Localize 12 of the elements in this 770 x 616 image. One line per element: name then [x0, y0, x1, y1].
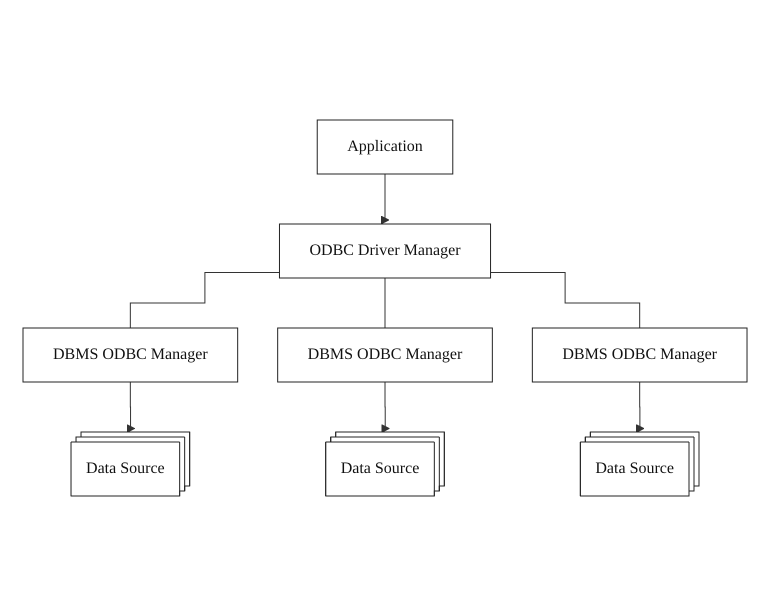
- arrow: [381, 382, 390, 433]
- arrow: [636, 382, 644, 433]
- node-box: Application: [316, 120, 454, 174]
- arrow: [126, 382, 136, 433]
- connector: [384, 278, 386, 328]
- arrow: [380, 174, 390, 224]
- node-box: DBMS ODBC Manager: [22, 328, 238, 382]
- node-box: DBMS ODBC Manager: [277, 328, 493, 382]
- connector: [130, 272, 280, 328]
- connector: [490, 272, 640, 328]
- node-box: ODBC Driver Manager: [278, 224, 492, 278]
- node-box: DBMS ODBC Manager: [532, 328, 748, 382]
